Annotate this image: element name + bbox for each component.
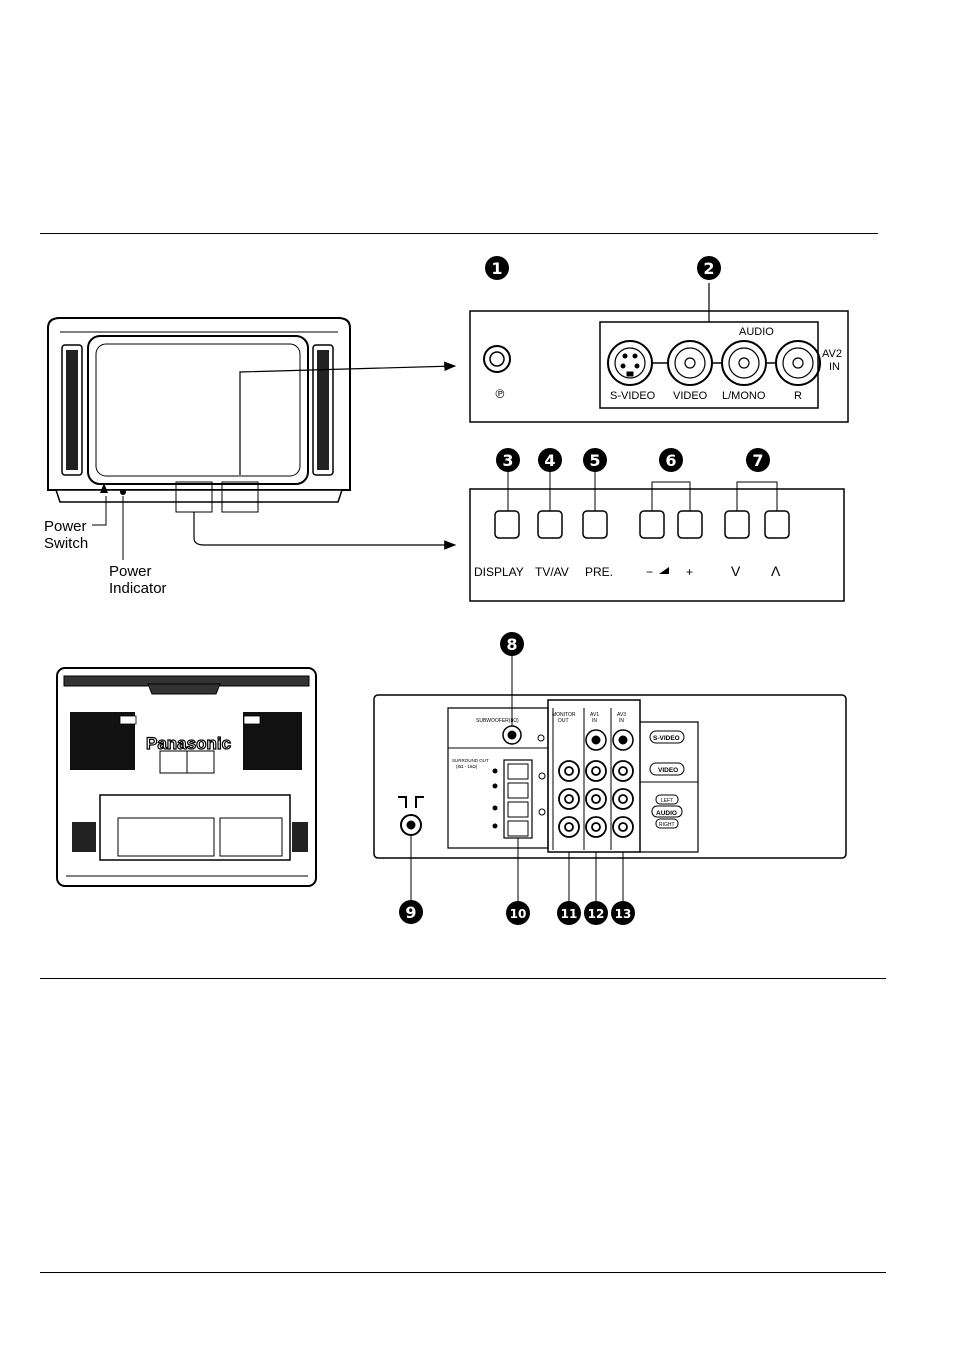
tvav-button-label: TV/AV xyxy=(535,565,569,579)
video-jack-label: VIDEO xyxy=(673,390,708,402)
pre-button-label: PRE. xyxy=(585,565,613,579)
callout-4: 4 xyxy=(544,451,555,470)
callout-1: 1 xyxy=(491,259,502,278)
channel-down-label: V xyxy=(731,563,741,579)
power-switch-label-2: Switch xyxy=(44,535,88,552)
callout-12: 12 xyxy=(588,907,605,921)
audio-tag: AUDIO xyxy=(656,810,677,817)
volume-plus-label: + xyxy=(686,565,693,579)
callout-8: 8 xyxy=(506,635,517,654)
audio-label: AUDIO xyxy=(739,326,774,338)
svideo-jack-label: S-VIDEO xyxy=(610,390,656,402)
surround-out-label-1: SURROUND OUT xyxy=(452,758,489,763)
callout-10: 10 xyxy=(510,907,527,921)
av-input-panel: ℗ xyxy=(470,283,848,422)
svideo-tag: S-VIDEO xyxy=(653,735,680,742)
rear-terminal-panel xyxy=(374,656,846,902)
power-switch-label-1: Power xyxy=(44,518,87,535)
front-tv-illustration xyxy=(48,318,455,560)
callout-9: 9 xyxy=(405,903,416,922)
panasonic-logo-text: Panasonic xyxy=(146,734,231,753)
r-jack-label: R xyxy=(794,390,802,402)
av2-label-2: IN xyxy=(829,361,840,373)
volume-icon xyxy=(659,567,669,574)
front-button-panel xyxy=(470,472,844,601)
callout-2: 2 xyxy=(703,259,714,278)
av2-label-1: AV2 xyxy=(822,348,842,360)
callout-5: 5 xyxy=(589,451,600,470)
power-indicator-label-1: Power xyxy=(109,563,152,580)
rear-tv-illustration xyxy=(57,668,316,886)
volume-minus-label: − xyxy=(646,565,653,579)
callout-11: 11 xyxy=(561,907,578,921)
av1-in-label-2: IN xyxy=(592,718,597,724)
left-tag: LEFT xyxy=(661,798,673,804)
display-button-label: DISPLAY xyxy=(474,565,524,579)
headphone-icon: ℗ xyxy=(494,387,506,401)
video-tag: VIDEO xyxy=(658,767,678,774)
surround-out-label-2: (8Ω - 16Ω) xyxy=(456,764,478,769)
lmono-jack-label: L/MONO xyxy=(722,390,766,402)
monitor-out-label-2: OUT xyxy=(558,718,569,724)
av3-in-label-2: IN xyxy=(619,718,624,724)
callout-6: 6 xyxy=(665,451,676,470)
callout-13: 13 xyxy=(615,907,632,921)
power-indicator-label-2: Indicator xyxy=(109,580,167,597)
callout-3: 3 xyxy=(502,451,513,470)
callout-7: 7 xyxy=(752,451,763,470)
right-tag: RIGHT xyxy=(659,822,675,828)
channel-up-label: Λ xyxy=(771,563,781,579)
subwoofer-label: SUBWOOFER(8Ω) xyxy=(476,718,519,724)
